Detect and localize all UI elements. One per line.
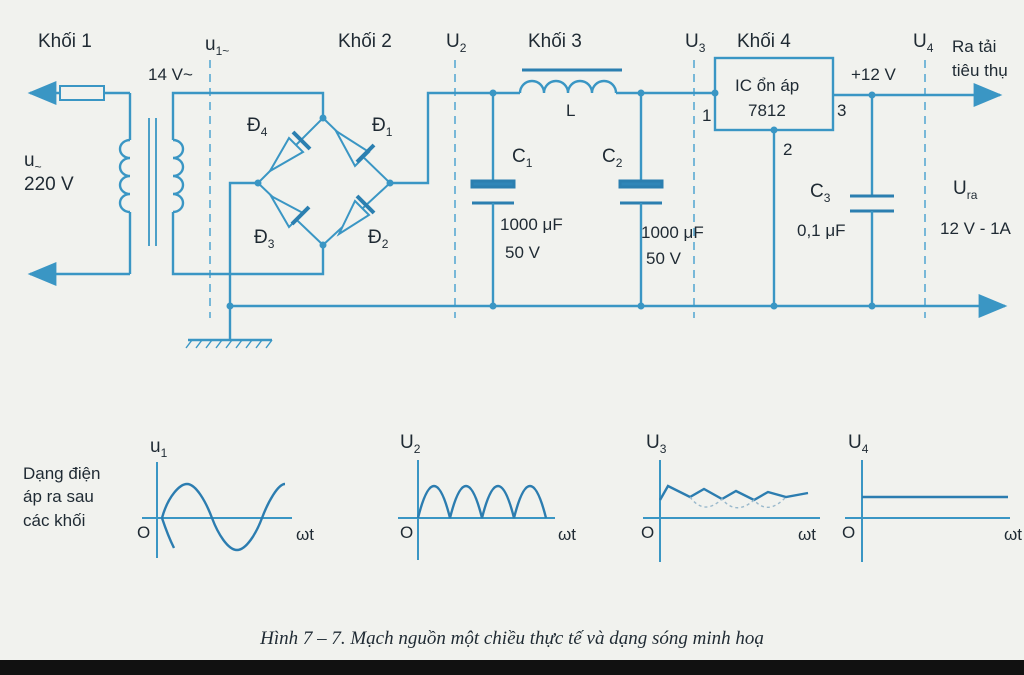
c2-node-top	[637, 89, 645, 97]
c1-label: C1	[512, 146, 533, 170]
waveform-heading-line2: áp ra sau	[23, 487, 94, 506]
diode-d1-label: Đ1	[372, 115, 393, 139]
rectified-wave	[416, 484, 548, 519]
bridge-node-bottom	[319, 241, 327, 249]
inductor-label: L	[566, 101, 575, 120]
regulator-ground-node	[770, 302, 778, 310]
input-voltage: 220 V	[24, 174, 74, 195]
waveform-u2: U2 O ωt	[398, 432, 576, 560]
c2-voltage: 50 V	[646, 249, 682, 268]
c2-value: 1000 μF	[641, 223, 704, 242]
ground-hatch	[185, 339, 273, 349]
diode-d3	[268, 193, 311, 229]
node-u2-label: U2	[446, 31, 467, 55]
diode-d1	[333, 128, 376, 168]
diode-d4-label: Đ4	[247, 115, 268, 139]
node-u4-label: U4	[913, 31, 934, 55]
regulator-output-voltage: +12 V	[851, 65, 897, 84]
regulator-pin2-node	[770, 126, 778, 134]
c3-node-top	[868, 91, 876, 99]
regulator-pin1-node	[711, 89, 719, 97]
secondary-top-wire	[171, 91, 325, 140]
waveform-u4-origin: O	[842, 523, 855, 542]
waveform-u4: U4 O ωt	[842, 432, 1022, 562]
secondary-voltage: 14 V~	[148, 65, 193, 84]
sine-wave	[160, 482, 286, 552]
waveform-u4-label: U4	[848, 432, 869, 456]
diode-d4	[267, 130, 312, 174]
waveform-u3: U3 O ωt	[641, 432, 820, 562]
input-u-label: u~	[24, 150, 42, 174]
block-1-label: Khối 1	[38, 31, 92, 52]
primary-winding	[118, 138, 131, 214]
ripple-underlying	[689, 496, 787, 509]
bridge-negative-wire	[228, 181, 258, 340]
inductor-l	[518, 79, 618, 94]
waveform-u2-label: U2	[400, 432, 421, 456]
capacitor-c2-plate-top	[618, 179, 664, 189]
output-rating: 12 V - 1A	[940, 219, 1012, 238]
power-supply-diagram: Khối 1 Khối 2 Khối 3 Khối 4 u1~ U2 U3 U4…	[23, 31, 1022, 649]
ripple-wave	[658, 484, 809, 502]
regulator-name-line2: 7812	[748, 101, 786, 120]
c3-value: 0,1 μF	[797, 221, 846, 240]
c1-voltage: 50 V	[505, 243, 541, 262]
c1-node-bottom	[489, 302, 497, 310]
c2-label: C2	[602, 146, 623, 170]
capacitor-c1-plate-top	[470, 179, 516, 189]
waveform-u1-origin: O	[137, 523, 150, 542]
node-u1-label: u1~	[205, 34, 229, 58]
waveform-u3-label: U3	[646, 432, 667, 456]
secondary-winding	[172, 138, 185, 214]
waveform-u1-label: u1	[150, 436, 168, 460]
ground-node-bridge	[226, 302, 234, 310]
waveform-heading-line3: các khối	[23, 511, 85, 530]
waveform-u4-xaxis: ωt	[1004, 525, 1022, 544]
output-load-line2: tiêu thụ	[952, 61, 1008, 80]
bottom-bar	[0, 660, 1024, 675]
diode-d2-label: Đ2	[368, 227, 389, 251]
bridge-positive-wire	[390, 91, 520, 185]
sine-wave-start	[160, 517, 176, 549]
waveform-u2-origin: O	[400, 523, 413, 542]
block-3-label: Khối 3	[528, 31, 582, 52]
block-2-label: Khối 2	[338, 31, 392, 52]
figure-caption: Hình 7 – 7. Mạch nguồn một chiều thực tế…	[259, 628, 764, 649]
regulator-pin1: 1	[702, 106, 711, 125]
node-u3-label: U3	[685, 31, 706, 55]
output-load-line1: Ra tải	[952, 37, 996, 56]
c1-node-top	[489, 89, 497, 97]
regulator-name-line1: IC ổn áp	[735, 76, 799, 95]
regulator-pin3: 3	[837, 101, 846, 120]
waveform-u3-xaxis: ωt	[798, 525, 816, 544]
diode-d3-label: Đ3	[254, 227, 275, 251]
secondary-bottom-wire	[171, 212, 325, 276]
waveform-u1: u1 O ωt	[137, 436, 314, 558]
output-ura-label: Ura	[953, 178, 978, 202]
waveform-u2-xaxis: ωt	[558, 525, 576, 544]
waveform-u3-origin: O	[641, 523, 654, 542]
fuse	[59, 85, 105, 101]
block-4-label: Khối 4	[737, 31, 791, 52]
c3-node-bottom	[868, 302, 876, 310]
c1-value: 1000 μF	[500, 215, 563, 234]
waveform-heading-line1: Dạng điện	[23, 464, 101, 483]
diode-d2	[336, 194, 376, 237]
bridge-outline	[256, 116, 392, 247]
waveform-u1-xaxis: ωt	[296, 525, 314, 544]
c3-label: C3	[810, 181, 831, 205]
regulator-pin2: 2	[783, 140, 792, 159]
bridge-node-top	[319, 114, 327, 122]
c2-node-bottom	[637, 302, 645, 310]
